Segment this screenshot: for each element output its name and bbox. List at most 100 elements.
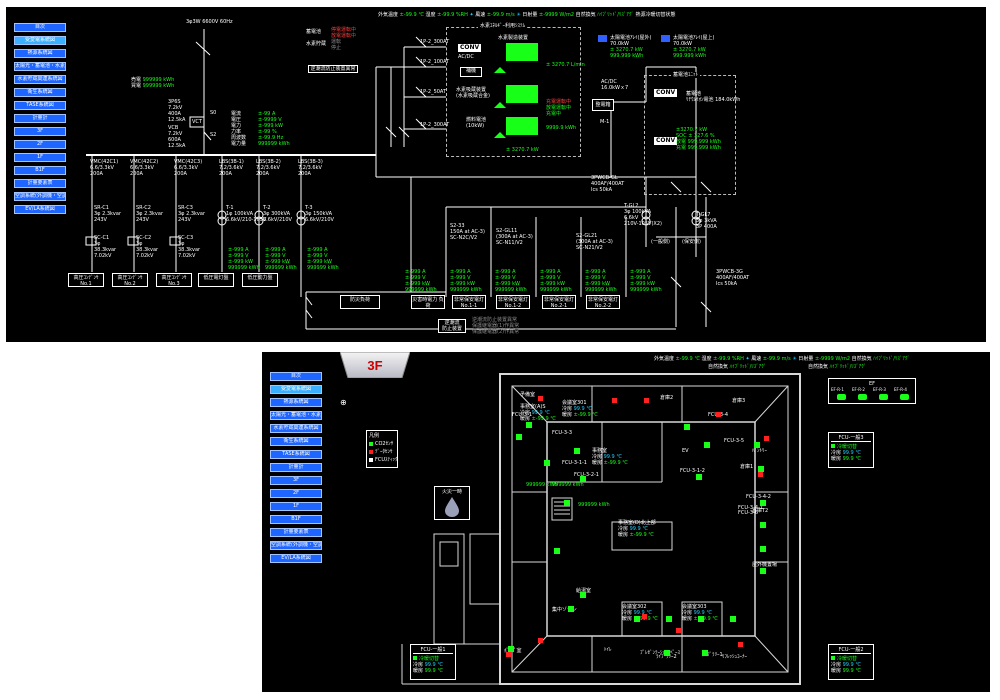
nav-button-12[interactable]: B1F (270, 515, 322, 524)
nav-button-10[interactable]: 2F (14, 140, 66, 149)
load-box-3[interactable]: 高圧ｺﾝﾃﾞﾝｻ No.3 (156, 273, 192, 287)
data-sensor-marker-4[interactable] (716, 412, 721, 417)
co2-sensor-marker-15[interactable] (634, 616, 640, 622)
ef-item-1[interactable]: EF-R-1 (831, 387, 851, 400)
data-sensor-marker-2[interactable] (612, 398, 617, 403)
co2-sensor-marker-4[interactable] (574, 448, 580, 454)
nav-button-15[interactable]: EV/LA系統図 (270, 554, 322, 563)
nav-button-13[interactable]: 計量要素表 (14, 179, 66, 188)
nav-button-7[interactable]: TASE系統図 (270, 450, 322, 459)
load-box-11[interactable]: 非常保安電灯 No.2-2 (586, 295, 620, 309)
nav-button-1[interactable]: 目次 (14, 23, 66, 32)
nav-button-3[interactable]: 熱源系統図 (14, 49, 66, 58)
data-sensor-marker-3[interactable] (644, 398, 649, 403)
nav-button-9[interactable]: 3F (270, 476, 322, 485)
co2-sensor-marker-18[interactable] (730, 616, 736, 622)
load-box-1[interactable]: 高圧ｺﾝﾃﾞﾝｻ No.1 (68, 273, 104, 287)
data-sensor-marker-1[interactable] (538, 396, 543, 401)
co2-sensor-marker-13[interactable] (760, 546, 766, 552)
nav-button-15[interactable]: EV/LA系統図 (14, 205, 66, 214)
co2-sensor-marker-23[interactable] (564, 500, 570, 506)
co2-sensor-marker-10[interactable] (758, 466, 764, 472)
co2-sensor-marker-12[interactable] (760, 522, 766, 528)
pump-box[interactable]: 補機 (460, 67, 482, 77)
co2-sensor-marker-3[interactable] (544, 460, 550, 466)
ef-item-3[interactable]: EF-R-3 (873, 387, 893, 400)
data-sensor-marker-11[interactable] (738, 642, 743, 647)
inverse-device-box[interactable]: 逆潮流防止装置 (438, 319, 466, 333)
co2-sensor-marker-21[interactable] (554, 548, 560, 554)
load-box-7[interactable]: 災害時電力 負荷 (411, 295, 445, 309)
nav-button-4[interactable]: 太陽光・蓄電池・水素系統図 (270, 411, 322, 420)
nav-button-1[interactable]: 目次 (270, 372, 322, 381)
data-sensor-marker-6[interactable] (758, 472, 763, 477)
co2-sensor-marker-17[interactable] (666, 616, 672, 622)
hydrogen-storage-box[interactable] (506, 85, 538, 103)
data-sensor-marker-8[interactable] (538, 638, 543, 643)
co2-sensor-marker-22[interactable] (580, 592, 586, 598)
nav-button-6[interactable]: 衛生系統図 (14, 88, 66, 97)
nav-button-7[interactable]: TASE系統図 (14, 101, 66, 110)
nav-button-3[interactable]: 熱源系統図 (270, 398, 322, 407)
nav-button-6[interactable]: 衛生系統図 (270, 437, 322, 446)
nav-button-12[interactable]: B1F (14, 166, 66, 175)
data-sensor-marker-5[interactable] (764, 436, 769, 441)
nav-button-5[interactable]: 水素貯蔵関連系統図 (270, 424, 322, 433)
nav-button-4[interactable]: 太陽光・蓄電池・水素系統図 (14, 62, 66, 71)
data-sensor-marker-7[interactable] (506, 652, 511, 657)
ef-item-2[interactable]: EF-R-2 (852, 387, 872, 400)
nav-button-11[interactable]: 1F (270, 502, 322, 511)
co2-sensor-marker-5[interactable] (580, 476, 586, 482)
co2-sensor-marker-1[interactable] (526, 422, 532, 428)
co2-sensor-marker-25[interactable] (664, 650, 670, 656)
co2-sensor-marker-19[interactable] (568, 606, 574, 612)
hydrogen-maker-box[interactable] (506, 43, 538, 61)
panel-box[interactable]: 整電箱 (592, 99, 614, 111)
nav-button-2[interactable]: 受変電系統図 (14, 36, 66, 45)
load-box-6[interactable]: 防災負荷 (340, 295, 380, 309)
fire-box[interactable]: 火災一時 (434, 486, 470, 520)
nav-button-8[interactable]: 計量計 (270, 463, 322, 472)
co2-sensor-marker-11[interactable] (760, 500, 766, 506)
nav-button-13[interactable]: 計量要素表 (270, 528, 322, 537)
co2-sensor-marker-14[interactable] (760, 568, 766, 574)
nav-button-5[interactable]: 水素貯蔵関連系統図 (14, 75, 66, 84)
co2-sensor-marker-7[interactable] (684, 424, 690, 430)
nav-button-14[interactable]: 空調系統(外調機・空調機) (14, 192, 66, 201)
load-box-9[interactable]: 非常保安電灯 No.1-2 (496, 295, 530, 309)
co2-sensor-marker-2[interactable] (516, 434, 522, 440)
nav-button-8[interactable]: 計量計 (14, 114, 66, 123)
nav-button-11[interactable]: 1F (14, 153, 66, 162)
load-box-2[interactable]: 高圧ｺﾝﾃﾞﾝｻ No.2 (112, 273, 148, 287)
co2-sensor-marker-6[interactable] (696, 474, 702, 480)
load-box-8[interactable]: 非常保安電灯 No.1-1 (452, 295, 486, 309)
fuel-cell-box[interactable] (506, 117, 538, 135)
co2-sensor-marker-8[interactable] (704, 442, 710, 448)
data-sensor-marker-10[interactable] (676, 628, 681, 633)
co2-sensor-marker-20[interactable] (508, 646, 514, 652)
nav-button-14[interactable]: 空調系統(外調機・空調機) (270, 541, 322, 550)
load-box-5[interactable]: 低圧動力盤 (242, 273, 278, 287)
load-box-10[interactable]: 非常保安電灯 No.2-1 (542, 295, 576, 309)
load-box-4[interactable]: 低圧電灯盤 (198, 273, 234, 287)
data-sensor-marker-9[interactable] (642, 614, 647, 619)
hydrogen-storage-label: 水素吸蔵装置(水素吸蔵合金) (456, 87, 490, 99)
nav-button-10[interactable]: 2F (270, 489, 322, 498)
co2-sensor-marker-16[interactable] (698, 616, 704, 622)
co2-sensor-marker-9[interactable] (754, 442, 760, 448)
nav-button-9[interactable]: 3F (14, 127, 66, 136)
nav-button-2[interactable]: 受変電系統図 (270, 385, 322, 394)
floor-badge[interactable]: 3F (340, 352, 410, 378)
co2-sensor-marker-24[interactable] (702, 650, 708, 656)
ef-item-4[interactable]: EF-R-4 (894, 387, 914, 400)
